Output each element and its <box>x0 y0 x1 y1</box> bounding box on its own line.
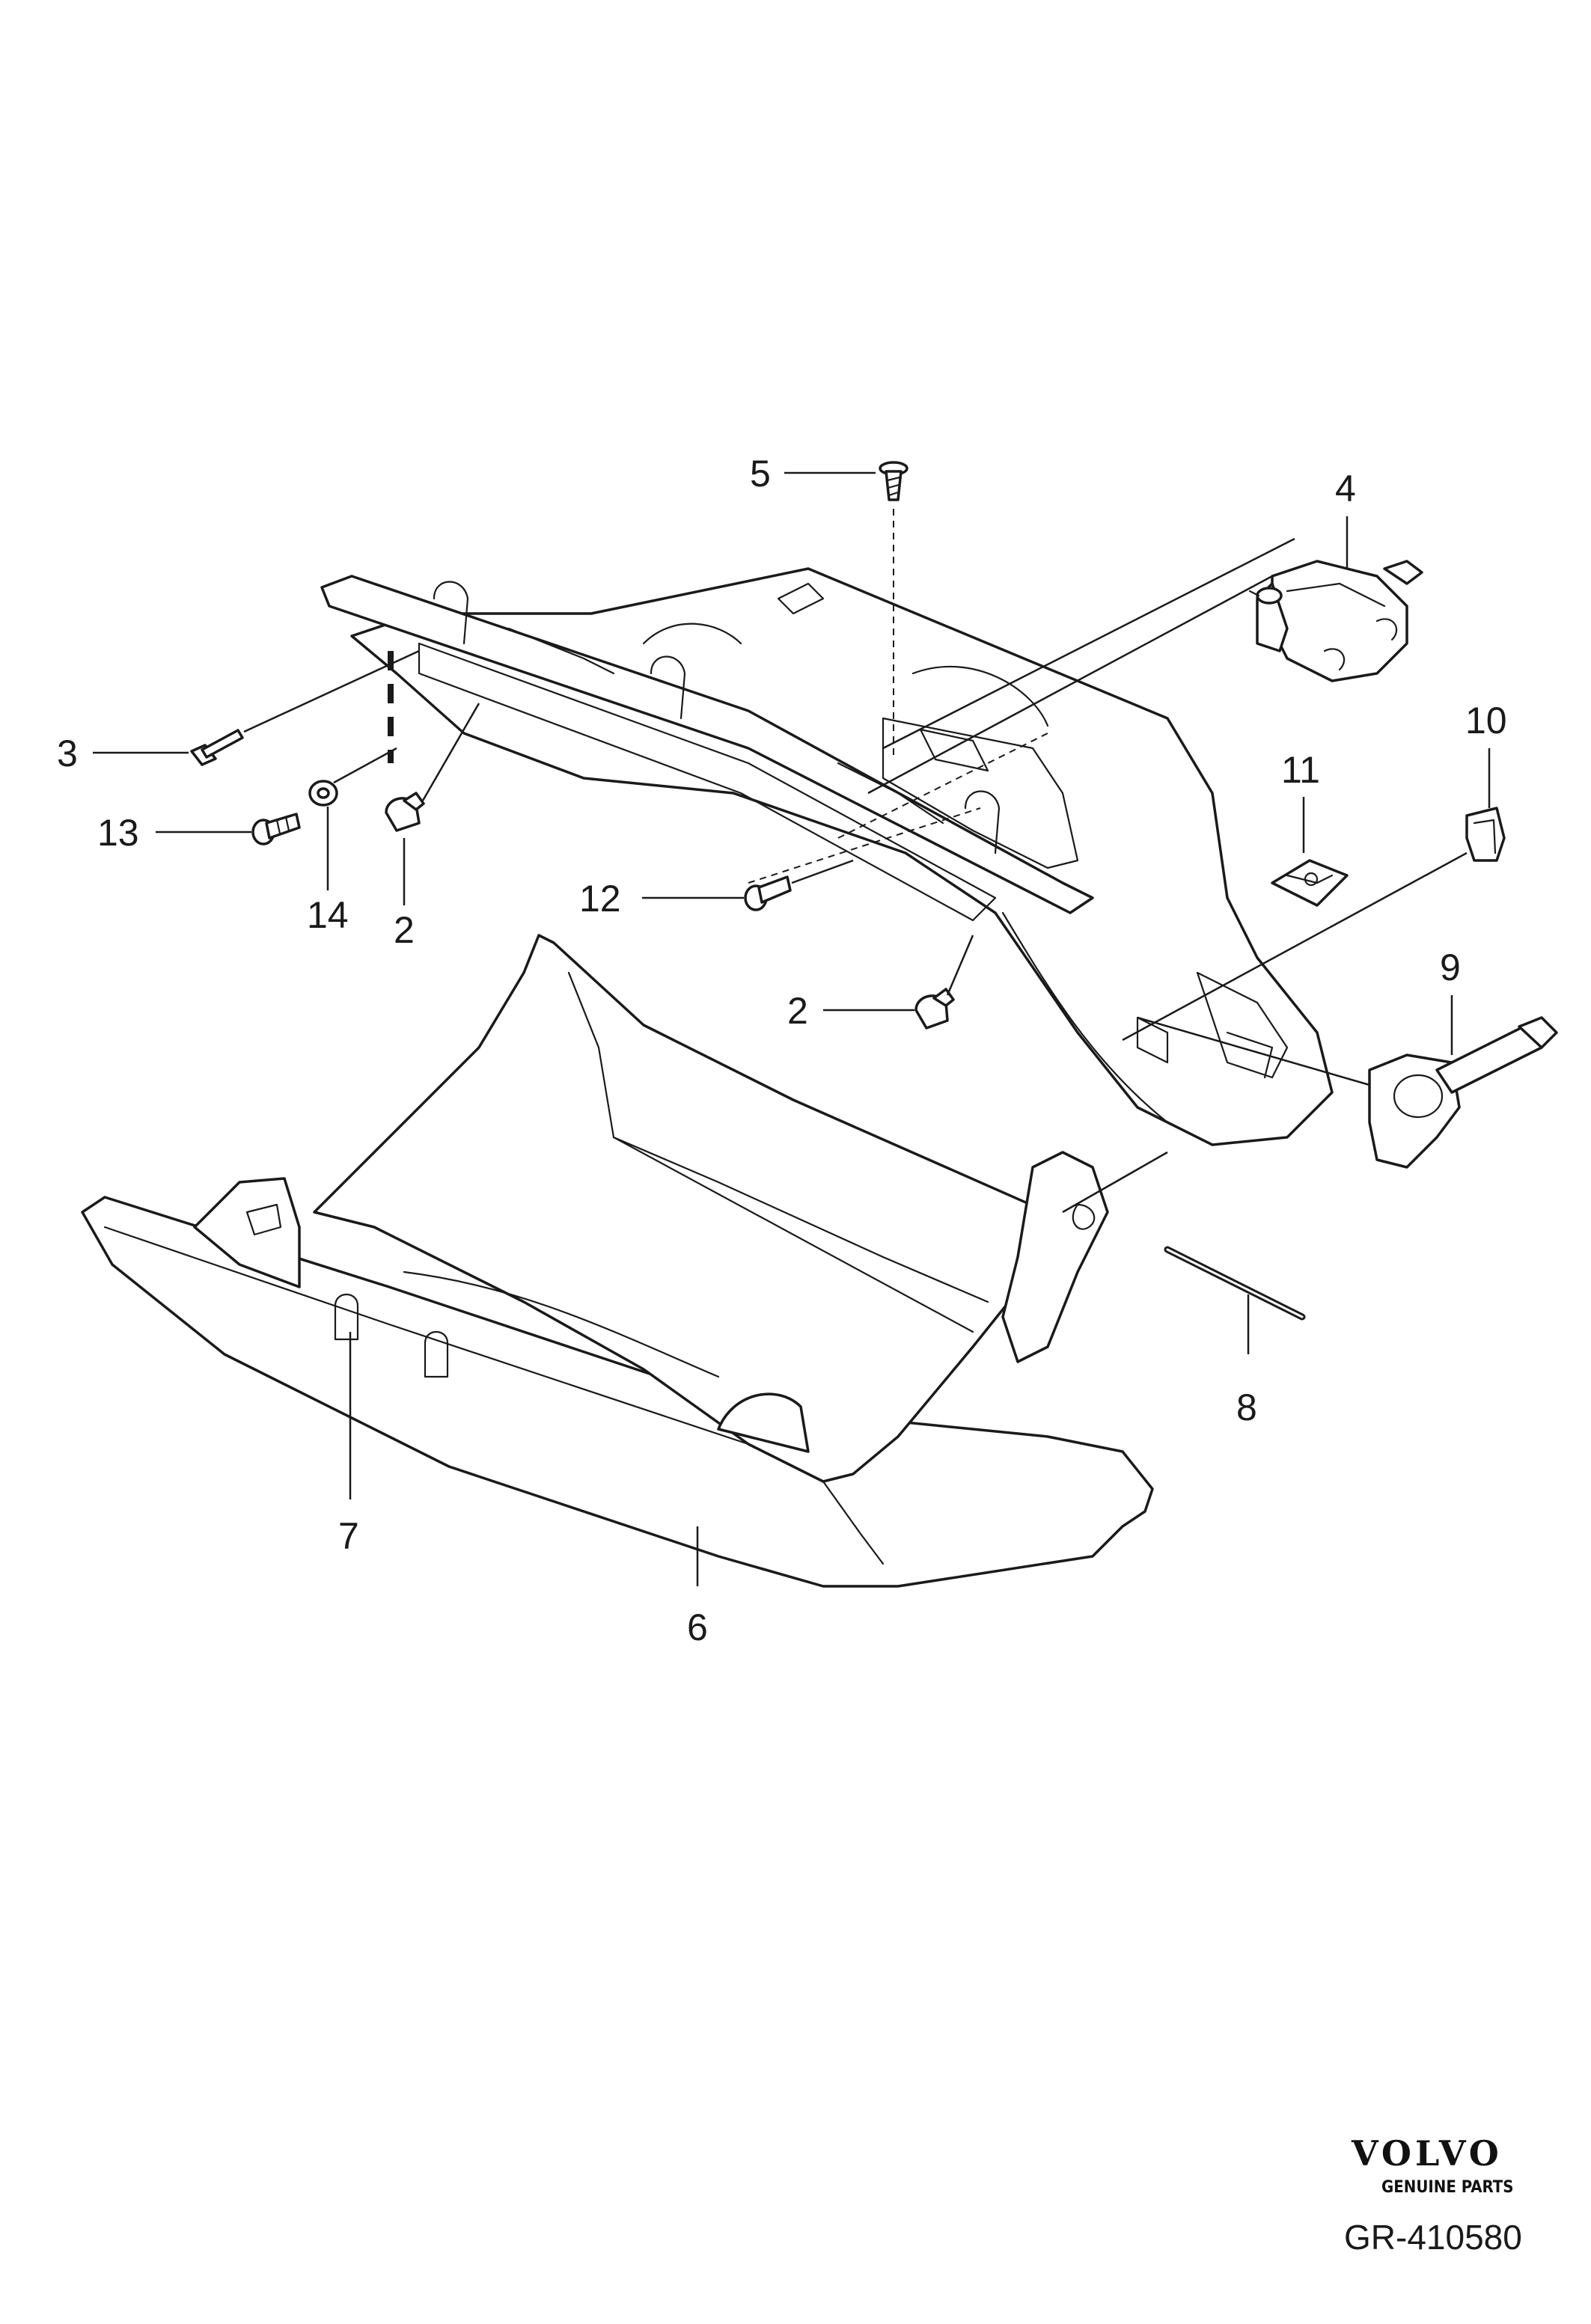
callout-11: 11 <box>1281 749 1320 791</box>
glovebox-housing <box>320 567 1334 1146</box>
callout-6: 6 <box>687 1606 708 1648</box>
callout-13: 13 <box>97 812 139 854</box>
callout-2-center: 2 <box>787 990 808 1032</box>
callout-4: 4 <box>1335 468 1356 510</box>
screw-12 <box>744 875 792 911</box>
callout-14: 14 <box>307 894 349 936</box>
volvo-logo: VOLVO <box>1351 2133 1503 2174</box>
callout-9: 9 <box>1440 947 1461 988</box>
brand-block: VOLVO GENUINE PARTS GR-410580 <box>1344 2133 1522 2257</box>
callout-12: 12 <box>579 878 621 920</box>
callout-3: 3 <box>57 733 78 774</box>
rod-part-inner <box>1166 1248 1304 1318</box>
glovebox-lid <box>81 934 1154 1588</box>
alignment-line <box>837 733 1048 839</box>
screw-13 <box>251 813 301 845</box>
screw-3 <box>190 729 244 766</box>
diagram-reference: GR-410580 <box>1344 2218 1522 2257</box>
leader-lines <box>93 471 1491 1586</box>
clip-2-left <box>385 792 425 832</box>
clip-10 <box>1465 807 1506 862</box>
actuator-4 <box>1248 560 1423 682</box>
callout-2-left: 2 <box>394 909 415 951</box>
clip-2-center <box>914 988 955 1030</box>
callout-5: 5 <box>750 453 771 495</box>
callout-7: 7 <box>338 1515 359 1557</box>
washer-14 <box>308 780 338 807</box>
clip-11 <box>1271 859 1349 907</box>
screw-5 <box>879 461 909 501</box>
genuine-parts-tagline: GENUINE PARTS <box>1381 2178 1514 2197</box>
callout-10: 10 <box>1465 700 1507 741</box>
latch-9 <box>1368 1016 1558 1169</box>
alignment-line <box>748 807 981 884</box>
callout-8: 8 <box>1236 1386 1257 1428</box>
